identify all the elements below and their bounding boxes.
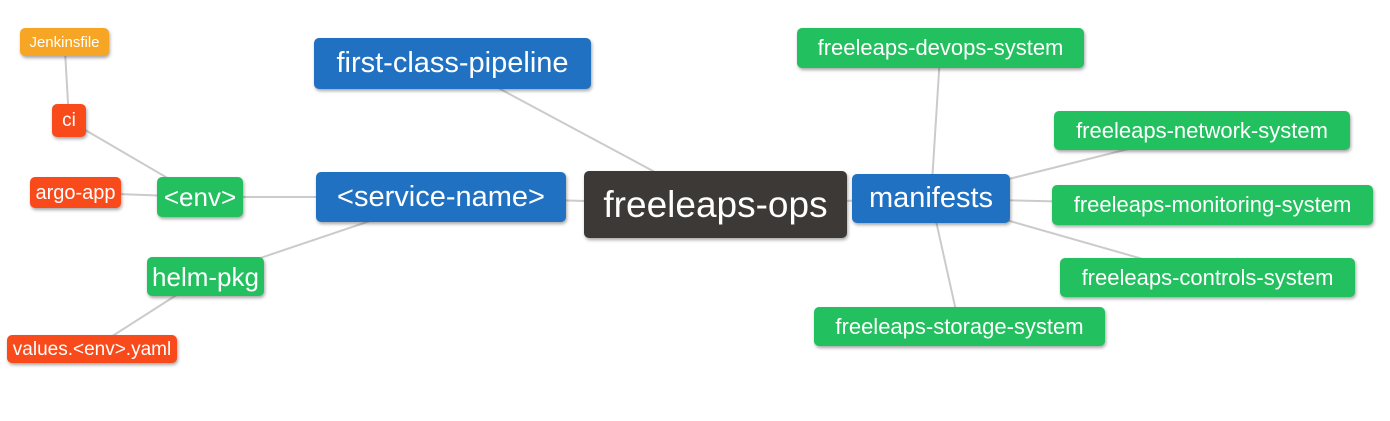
node-service-name[interactable]: <service-name>	[316, 172, 566, 222]
node-freeleaps-ops[interactable]: freeleaps-ops	[584, 171, 847, 238]
node-env[interactable]: <env>	[157, 177, 243, 217]
node-freeleaps-network-system[interactable]: freeleaps-network-system	[1054, 111, 1350, 150]
node-freeleaps-monitoring-system[interactable]: freeleaps-monitoring-system	[1052, 185, 1373, 225]
node-freeleaps-controls-system[interactable]: freeleaps-controls-system	[1060, 258, 1355, 297]
node-argo-app[interactable]: argo-app	[30, 177, 121, 208]
node-values-env-yaml[interactable]: values.<env>.yaml	[7, 335, 177, 363]
node-freeleaps-storage-system[interactable]: freeleaps-storage-system	[814, 307, 1105, 346]
node-manifests[interactable]: manifests	[852, 174, 1010, 223]
node-ci[interactable]: ci	[52, 104, 86, 137]
node-freeleaps-devops-system[interactable]: freeleaps-devops-system	[797, 28, 1084, 68]
edge-manifests-devops-system	[930, 47, 942, 199]
node-first-class-pipeline[interactable]: first-class-pipeline	[314, 38, 591, 89]
node-jenkinsfile[interactable]: Jenkinsfile	[20, 28, 109, 56]
node-helm-pkg[interactable]: helm-pkg	[147, 257, 264, 296]
